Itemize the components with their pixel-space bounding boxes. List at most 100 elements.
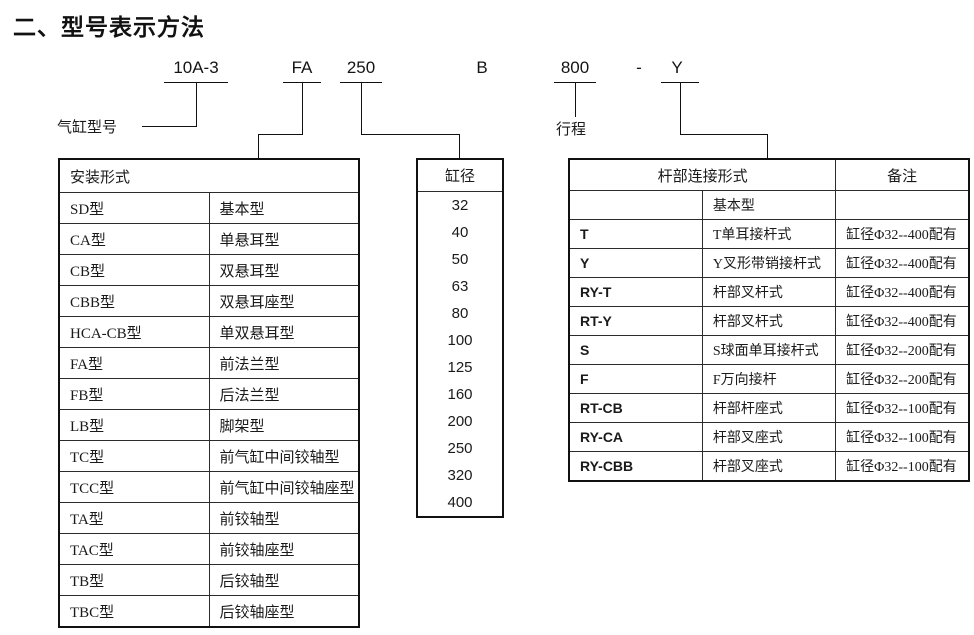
mounting-table-header: 安装形式: [58, 158, 360, 193]
rod-description-cell: S球面单耳接杆式: [701, 335, 837, 365]
mounting-name-cell: 前法兰型: [208, 347, 360, 379]
table-row: 100: [416, 327, 504, 354]
rod-remark-cell: 缸径Φ32--200配有: [835, 335, 970, 365]
rod-description-cell: 基本型: [701, 190, 837, 220]
mounting-name-cell: 前气缸中间铰轴座型: [208, 471, 360, 503]
callout-label-stroke: 行程: [556, 122, 587, 138]
mounting-code-cell: HCA-CB型: [58, 316, 210, 348]
mounting-name-cell: 双悬耳型: [208, 254, 360, 286]
table-row: CBB型双悬耳座型: [58, 285, 360, 317]
table-row: 160: [416, 381, 504, 408]
rod-code-cell: RT-CB: [568, 393, 703, 423]
rod-description-cell: 杆部杆座式: [701, 393, 837, 423]
rod-remark-cell: 缸径Φ32--100配有: [835, 451, 970, 482]
bore-value-cell: 100: [416, 327, 504, 354]
mounting-code-cell: FA型: [58, 347, 210, 379]
bore-value-cell: 80: [416, 300, 504, 327]
mounting-code-cell: TB型: [58, 564, 210, 596]
mounting-name-cell: 前铰轴座型: [208, 533, 360, 565]
mounting-code-cell: CBB型: [58, 285, 210, 317]
rod-code-cell: RT-Y: [568, 306, 703, 336]
bore-value-cell: 400: [416, 489, 504, 517]
leader-vertical-mounting-b: [258, 134, 259, 159]
mounting-name-cell: 后法兰型: [208, 378, 360, 410]
rod-code-cell: S: [568, 335, 703, 365]
code-token-bore: 250: [346, 58, 376, 77]
mounting-name-cell: 后铰轴座型: [208, 595, 360, 628]
table-row: 200: [416, 408, 504, 435]
mounting-code-cell: TC型: [58, 440, 210, 472]
bore-value-cell: 63: [416, 273, 504, 300]
bore-value-cell: 50: [416, 246, 504, 273]
rod-description-cell: 杆部叉杆式: [701, 277, 837, 307]
table-row: SD型基本型: [58, 192, 360, 224]
table-row: 250: [416, 435, 504, 462]
bore-value-cell: 200: [416, 408, 504, 435]
rod-remark-cell: 缸径Φ32--100配有: [835, 393, 970, 423]
rod-code-cell: RY-CBB: [568, 451, 703, 482]
code-token-separator: -: [636, 58, 642, 77]
leader-horizontal-mounting: [258, 134, 303, 135]
rod-code-cell: T: [568, 219, 703, 249]
leader-vertical-stroke: [575, 82, 576, 117]
mounting-code-cell: TA型: [58, 502, 210, 534]
bore-value-cell: 320: [416, 462, 504, 489]
table-row: TBC型后铰轴座型: [58, 595, 360, 628]
rod-remark-cell: [835, 190, 970, 220]
rod-description-cell: 杆部叉座式: [701, 422, 837, 452]
rod-code-cell: RY-T: [568, 277, 703, 307]
page-title: 二、型号表示方法: [13, 15, 205, 41]
bore-table-header-row: 缸径: [416, 158, 504, 192]
rod-remark-cell: 缸径Φ32--100配有: [835, 422, 970, 452]
rod-description-cell: 杆部叉座式: [701, 451, 837, 482]
code-token-mounting: FA: [291, 58, 313, 77]
rod-code-cell: F: [568, 364, 703, 394]
rod-description-cell: Y叉形带销接杆式: [701, 248, 837, 278]
table-row: LB型脚架型: [58, 409, 360, 441]
table-row: 63: [416, 273, 504, 300]
table-row: FB型后法兰型: [58, 378, 360, 410]
mounting-code-cell: CA型: [58, 223, 210, 255]
bore-value-cell: 125: [416, 354, 504, 381]
code-token-b: B: [476, 58, 488, 77]
rod-code-cell: Y: [568, 248, 703, 278]
bore-value-cell: 250: [416, 435, 504, 462]
table-row: 40: [416, 219, 504, 246]
code-token-rod: Y: [671, 58, 683, 77]
rod-code-cell: RY-CA: [568, 422, 703, 452]
mounting-name-cell: 脚架型: [208, 409, 360, 441]
leader-horizontal-bore: [361, 134, 460, 135]
rod-remark-cell: 缸径Φ32--200配有: [835, 364, 970, 394]
mounting-table-header-row: 安装形式: [58, 158, 360, 193]
table-row: CB型双悬耳型: [58, 254, 360, 286]
mounting-name-cell: 单悬耳型: [208, 223, 360, 255]
table-row: 32: [416, 191, 504, 219]
table-row: 400: [416, 489, 504, 517]
mounting-code-cell: TBC型: [58, 595, 210, 628]
table-row: TA型前铰轴型: [58, 502, 360, 534]
bore-table-header: 缸径: [416, 158, 504, 192]
table-row: TB型后铰轴型: [58, 564, 360, 596]
code-token-cylinder-model: 10A-3: [173, 58, 219, 77]
mounting-code-cell: TAC型: [58, 533, 210, 565]
rod-description-cell: F万向接杆: [701, 364, 837, 394]
mounting-code-cell: FB型: [58, 378, 210, 410]
table-row: TC型前气缸中间铰轴型: [58, 440, 360, 472]
rod-code-cell: [568, 190, 703, 220]
rod-remark-cell: 缸径Φ32--400配有: [835, 277, 970, 307]
mounting-name-cell: 单双悬耳型: [208, 316, 360, 348]
leader-vertical-cylinder-model: [196, 82, 197, 126]
table-row: 50: [416, 246, 504, 273]
